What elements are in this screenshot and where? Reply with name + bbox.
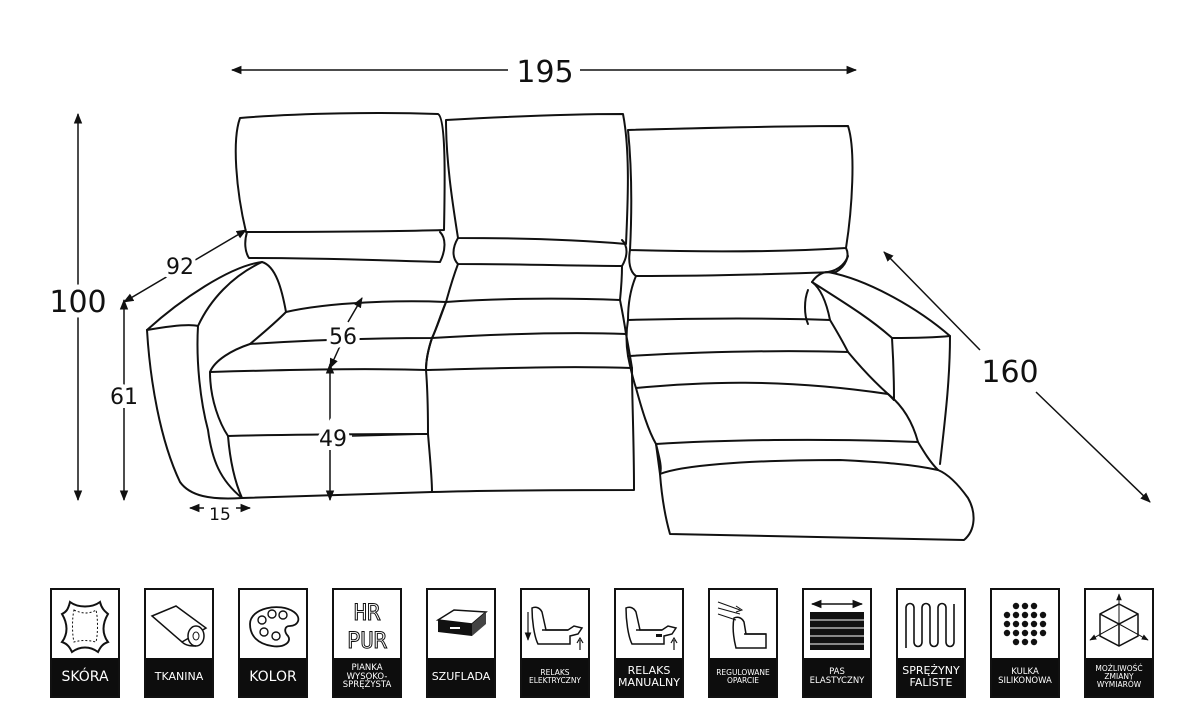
feature-label: PAS ELASTYCZNY <box>804 658 870 696</box>
feature-label: SKÓRA <box>52 658 118 696</box>
feature-label: RELAKS MANUALNY <box>616 658 682 696</box>
feature-label: TKANINA <box>146 658 212 696</box>
ball-dot <box>1030 620 1038 628</box>
feature-label: REGULOWANE OPARCIE <box>710 658 776 696</box>
ball-dot <box>1021 620 1029 628</box>
dimension-arrows <box>73 65 1151 513</box>
width-label: 195 <box>516 55 573 90</box>
silicone-ball-dots <box>1003 602 1047 646</box>
arm-width-label: 15 <box>209 505 231 525</box>
extended-depth-arrow-lower <box>1035 391 1151 503</box>
fabric-roll-icon <box>146 590 212 658</box>
wave-springs-icon <box>898 590 964 658</box>
extended-depth-arrow-upper <box>883 251 981 351</box>
feature-sprezyny: SPRĘŻYNY FALISTE <box>896 588 966 698</box>
ball-dot <box>1030 629 1038 637</box>
feature-regulowane-oparcie: REGULOWANE OPARCIE <box>708 588 778 698</box>
paint-palette-icon <box>240 590 306 658</box>
feature-pianka: HR PUR PIANKA WYSOKO- SPRĘŻYSTA <box>332 588 402 698</box>
ball-dot <box>1039 611 1047 619</box>
ball-dot <box>1030 611 1038 619</box>
feature-pas-elastyczny: PAS ELASTYCZNY <box>802 588 872 698</box>
manual-recliner-icon <box>616 590 682 658</box>
sofa-outline <box>146 112 975 541</box>
silicone-ball-icon <box>992 590 1058 658</box>
ball-dot <box>1030 602 1038 610</box>
ball-dot <box>1003 611 1011 619</box>
feature-tkanina: TKANINA <box>144 588 214 698</box>
seat-depth-label: 56 <box>329 325 357 350</box>
elastic-belt-icon <box>804 590 870 658</box>
seat-depth-arrow-upper <box>347 297 363 323</box>
ball-dot <box>1012 638 1020 646</box>
feature-label: MOŻLIWOŚĆ ZMIANY WYMIARÓW <box>1086 658 1152 696</box>
ball-dot <box>1021 611 1029 619</box>
feature-mozliwosc: MOŻLIWOŚĆ ZMIANY WYMIARÓW <box>1084 588 1154 698</box>
resize-cube-icon <box>1086 590 1152 658</box>
ball-dot <box>1003 620 1011 628</box>
depth-arrow <box>123 229 247 303</box>
feature-label: KULKA SILIKONOWA <box>992 658 1058 696</box>
ball-dot <box>1012 629 1020 637</box>
ball-dot <box>1021 629 1029 637</box>
feature-relaks-elektryczny: RELAKS ELEKTRYCZNY <box>520 588 590 698</box>
ball-dot <box>1003 629 1011 637</box>
ball-dot <box>1039 620 1047 628</box>
extended-depth-label: 160 <box>981 355 1038 390</box>
ball-dot <box>1030 638 1038 646</box>
feature-label: PIANKA WYSOKO- SPRĘŻYSTA <box>334 658 400 696</box>
hr-pur-text: HR <box>354 601 381 626</box>
ball-dot <box>1012 602 1020 610</box>
feature-relaks-manualny: RELAKS MANUALNY <box>614 588 684 698</box>
leather-hide-icon <box>52 590 118 658</box>
feature-skora: SKÓRA <box>50 588 120 698</box>
seat-height-label: 49 <box>319 427 347 452</box>
arm-height-label: 61 <box>110 385 138 410</box>
svg-text:PUR: PUR <box>347 629 387 654</box>
ball-dot <box>1012 620 1020 628</box>
feature-kolor: KOLOR <box>238 588 308 698</box>
ball-dot <box>1012 611 1020 619</box>
feature-label: RELAKS ELEKTRYCZNY <box>522 658 588 696</box>
depth-label: 92 <box>166 255 194 280</box>
drawer-icon <box>428 590 494 658</box>
ball-dot <box>1021 602 1029 610</box>
hr-pur-foam-icon: HR PUR <box>334 590 400 658</box>
feature-label: SZUFLADA <box>428 658 494 696</box>
feature-label: SPRĘŻYNY FALISTE <box>898 658 964 696</box>
electric-recliner-icon <box>522 590 588 658</box>
feature-kulka: KULKA SILIKONOWA <box>990 588 1060 698</box>
seat-height-line <box>351 433 427 437</box>
height-label: 100 <box>49 285 106 320</box>
feature-szuflada: SZUFLADA <box>426 588 496 698</box>
ball-dot <box>1039 629 1047 637</box>
feature-label: KOLOR <box>240 658 306 696</box>
ball-dot <box>1021 638 1029 646</box>
adjustable-backrest-icon <box>710 590 776 658</box>
